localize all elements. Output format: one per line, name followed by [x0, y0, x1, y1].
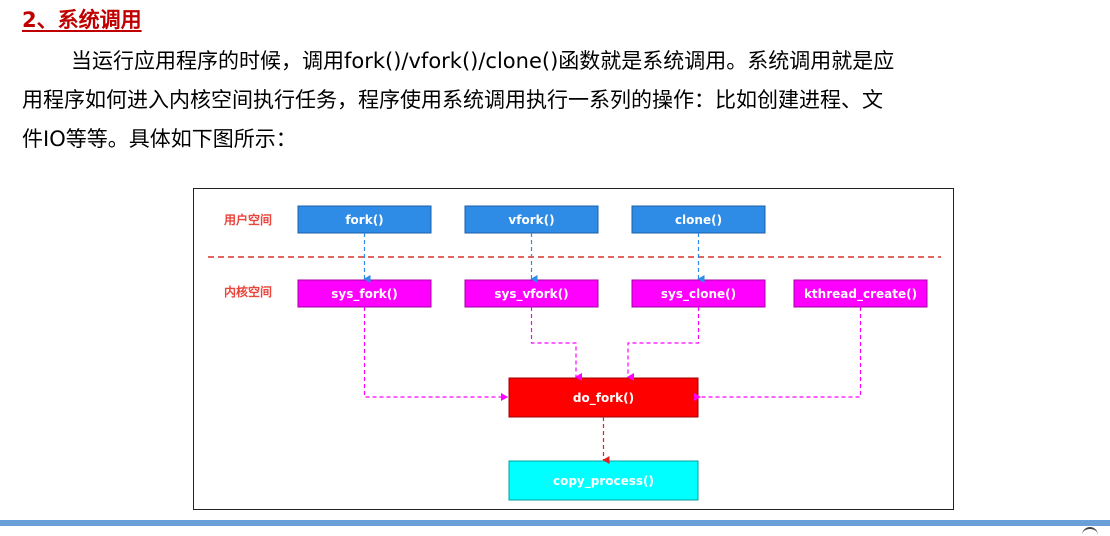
paragraph-line-1: 当运行应用程序的时候，调用fork()/vfork()/clone()函数就是系… [71, 49, 895, 73]
fork-box [297, 205, 432, 234]
sys-fork-label: sys_fork() [331, 287, 397, 302]
sys-clone-label: sys_clone() [661, 287, 736, 302]
footer-bar [0, 520, 1110, 526]
kthread-create-box [793, 279, 928, 308]
kernel-space-label: 内核空间 [224, 284, 272, 299]
kthread-create-label: kthread_create() [804, 287, 917, 302]
section-heading: 2、系统调用 [22, 8, 142, 32]
sys-clone-to-do-fork-arrow [627, 307, 700, 381]
paragraph-line-3: 件IO等等。具体如下图所示： [22, 127, 297, 151]
copy-process-box [508, 460, 699, 501]
syscall-diagram-svg: 用户空间 内核空间 fork() vfork() clone() sys_for… [208, 205, 941, 501]
user-space-label: 用户空间 [223, 212, 272, 227]
page-corner-mark [1082, 527, 1098, 536]
clone-label: clone() [675, 213, 722, 227]
copy-process-label: copy_process() [553, 474, 654, 489]
vfork-box [464, 205, 599, 234]
sys-vfork-to-do-fork-arrow [530, 307, 582, 381]
sys-vfork-label: sys_vfork() [494, 287, 568, 302]
syscall-diagram: 用户空间 内核空间 fork() vfork() clone() sys_for… [193, 188, 954, 510]
sys-fork-to-do-fork-arrow [363, 307, 508, 401]
paragraph-line-2: 用程序如何进入内核空间执行任务，程序使用系统调用执行一系列的操作：比如创建进程、… [22, 88, 883, 112]
kthread-create-to-do-fork-arrow [694, 307, 862, 401]
vfork-label: vfork() [508, 213, 554, 227]
do-fork-label: do_fork() [573, 391, 634, 406]
body-paragraph: 当运行应用程序的时候，调用fork()/vfork()/clone()函数就是系… [22, 42, 1108, 159]
fork-label: fork() [345, 213, 383, 227]
do-fork-box [508, 377, 699, 418]
